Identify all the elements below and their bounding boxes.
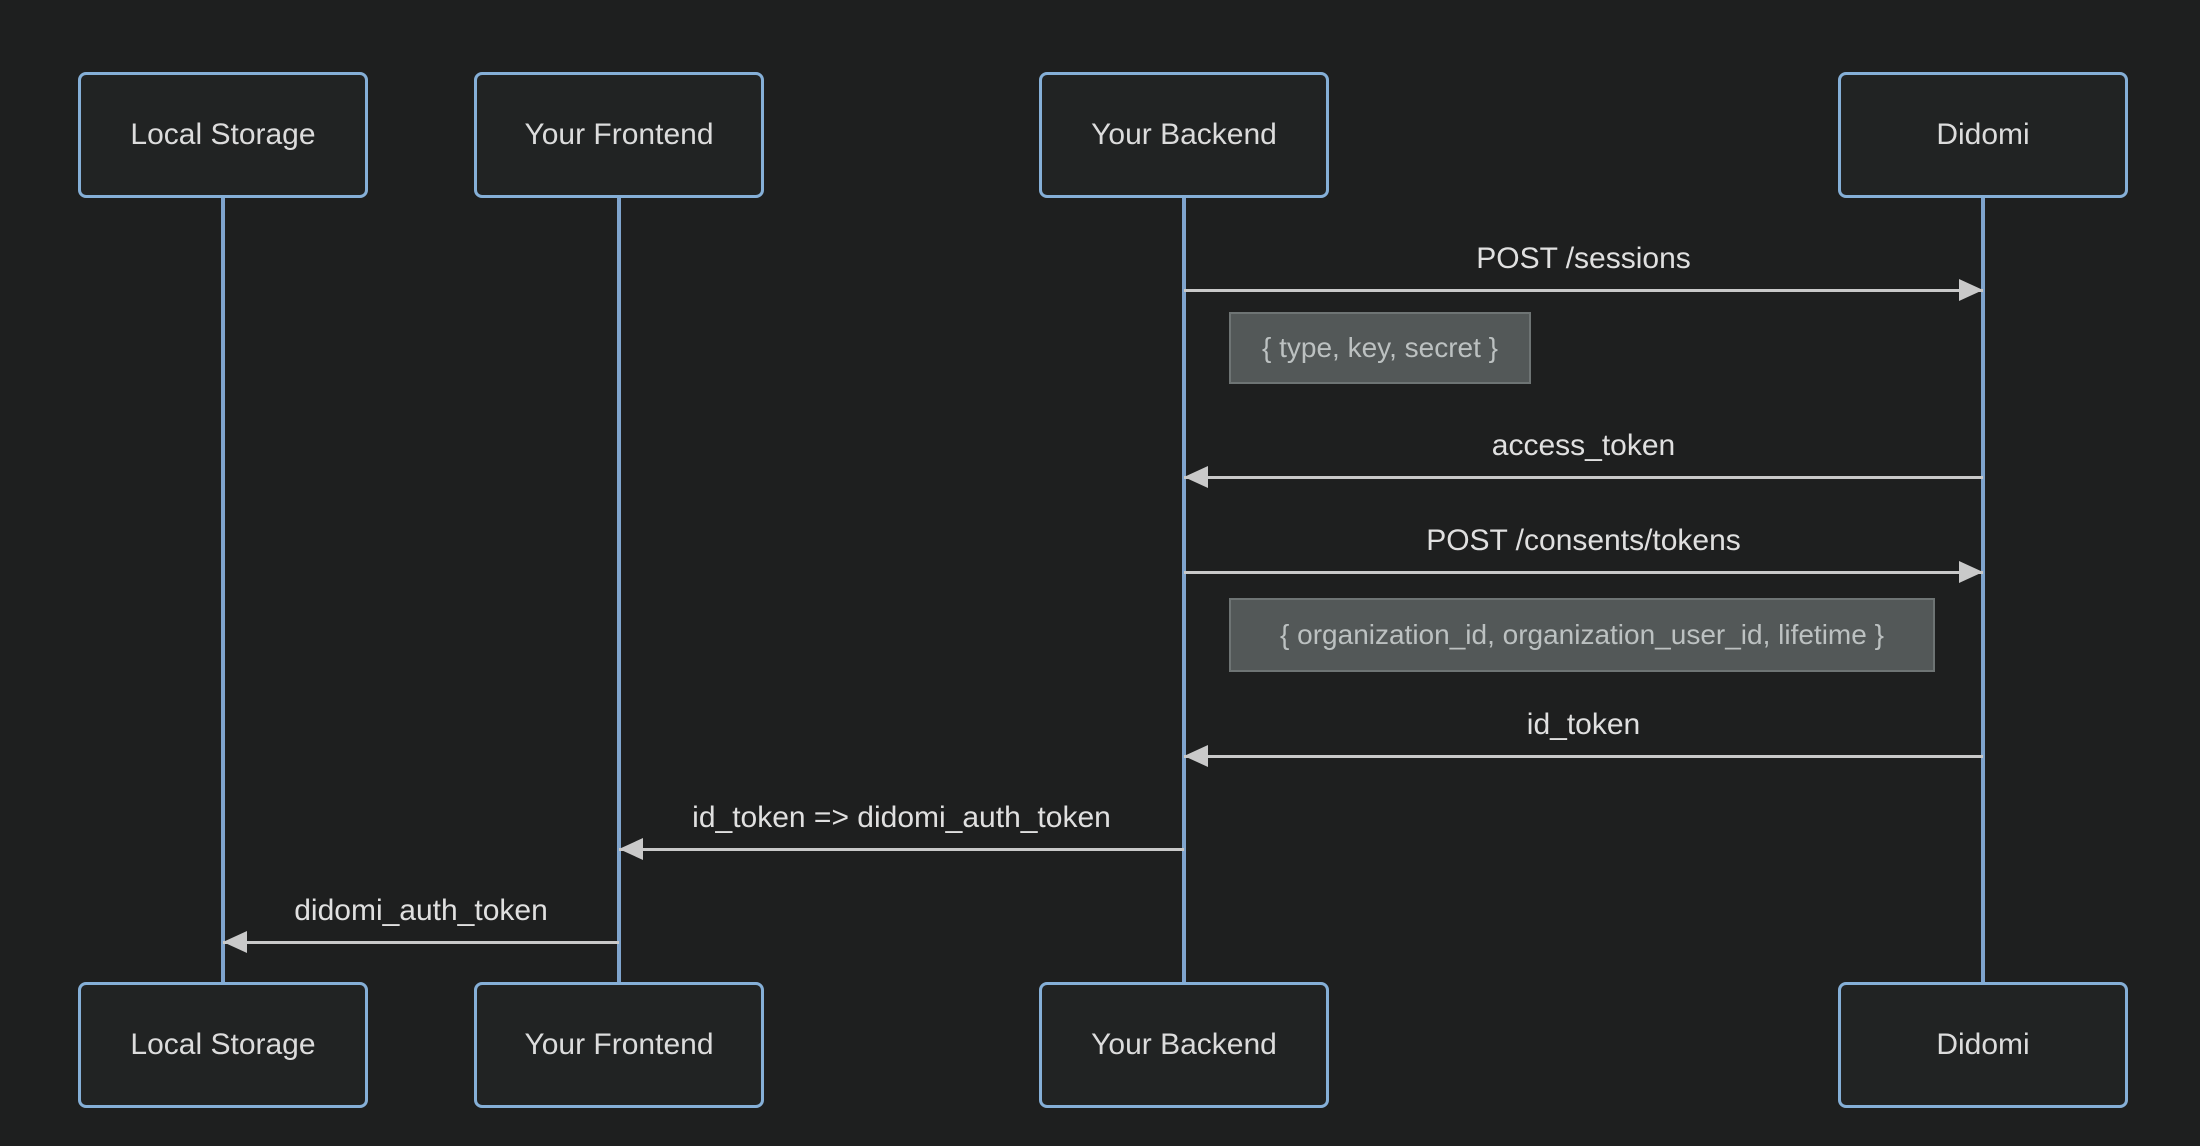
actor-label: Your Frontend bbox=[524, 118, 714, 151]
message-label-5: id_token => didomi_auth_token bbox=[692, 801, 1111, 834]
actor-didomi-bottom: Didomi bbox=[1838, 982, 2128, 1108]
actor-didomi-top: Didomi bbox=[1838, 72, 2128, 198]
message-arrowhead-6 bbox=[223, 931, 247, 953]
actor-your-frontend-bottom: Your Frontend bbox=[474, 982, 764, 1108]
message-line-2 bbox=[1184, 476, 1983, 479]
message-label-4: id_token bbox=[1526, 708, 1641, 741]
message-arrowhead-2 bbox=[1184, 466, 1208, 488]
actor-label: Local Storage bbox=[130, 1028, 316, 1061]
lifeline-local-storage bbox=[221, 198, 225, 982]
message-line-6 bbox=[223, 941, 619, 944]
lifeline-your-frontend bbox=[617, 198, 621, 982]
message-line-1 bbox=[1184, 289, 1983, 292]
message-arrowhead-4 bbox=[1184, 745, 1208, 767]
actor-label: Didomi bbox=[1936, 118, 2030, 151]
message-line-3 bbox=[1184, 571, 1983, 574]
actor-your-frontend-top: Your Frontend bbox=[474, 72, 764, 198]
message-line-4 bbox=[1184, 755, 1983, 758]
actor-your-backend-bottom: Your Backend bbox=[1039, 982, 1329, 1108]
note-label-1: { type, key, secret } bbox=[1261, 332, 1499, 363]
note-label-2: { organization_id, organization_user_id,… bbox=[1280, 619, 1884, 650]
message-label-6: didomi_auth_token bbox=[294, 894, 548, 927]
actor-label: Your Backend bbox=[1091, 1028, 1277, 1061]
actor-label: Local Storage bbox=[130, 118, 316, 151]
note-2: { organization_id, organization_user_id,… bbox=[1229, 598, 1935, 672]
lifeline-didomi bbox=[1981, 198, 1985, 982]
actor-your-backend-top: Your Backend bbox=[1039, 72, 1329, 198]
actor-local-storage-bottom: Local Storage bbox=[78, 982, 368, 1108]
actor-local-storage-top: Local Storage bbox=[78, 72, 368, 198]
message-label-1: POST /sessions bbox=[1476, 242, 1691, 275]
message-arrowhead-3 bbox=[1959, 561, 1983, 583]
lifeline-your-backend bbox=[1182, 198, 1186, 982]
message-arrowhead-5 bbox=[619, 838, 643, 860]
actor-label: Your Frontend bbox=[524, 1028, 714, 1061]
message-label-3: POST /consents/tokens bbox=[1426, 524, 1741, 557]
message-arrowhead-1 bbox=[1959, 279, 1983, 301]
message-line-5 bbox=[619, 848, 1184, 851]
message-label-2: access_token bbox=[1491, 429, 1676, 462]
actor-label: Your Backend bbox=[1091, 118, 1277, 151]
note-1: { type, key, secret } bbox=[1229, 312, 1531, 384]
actor-label: Didomi bbox=[1936, 1028, 2030, 1061]
